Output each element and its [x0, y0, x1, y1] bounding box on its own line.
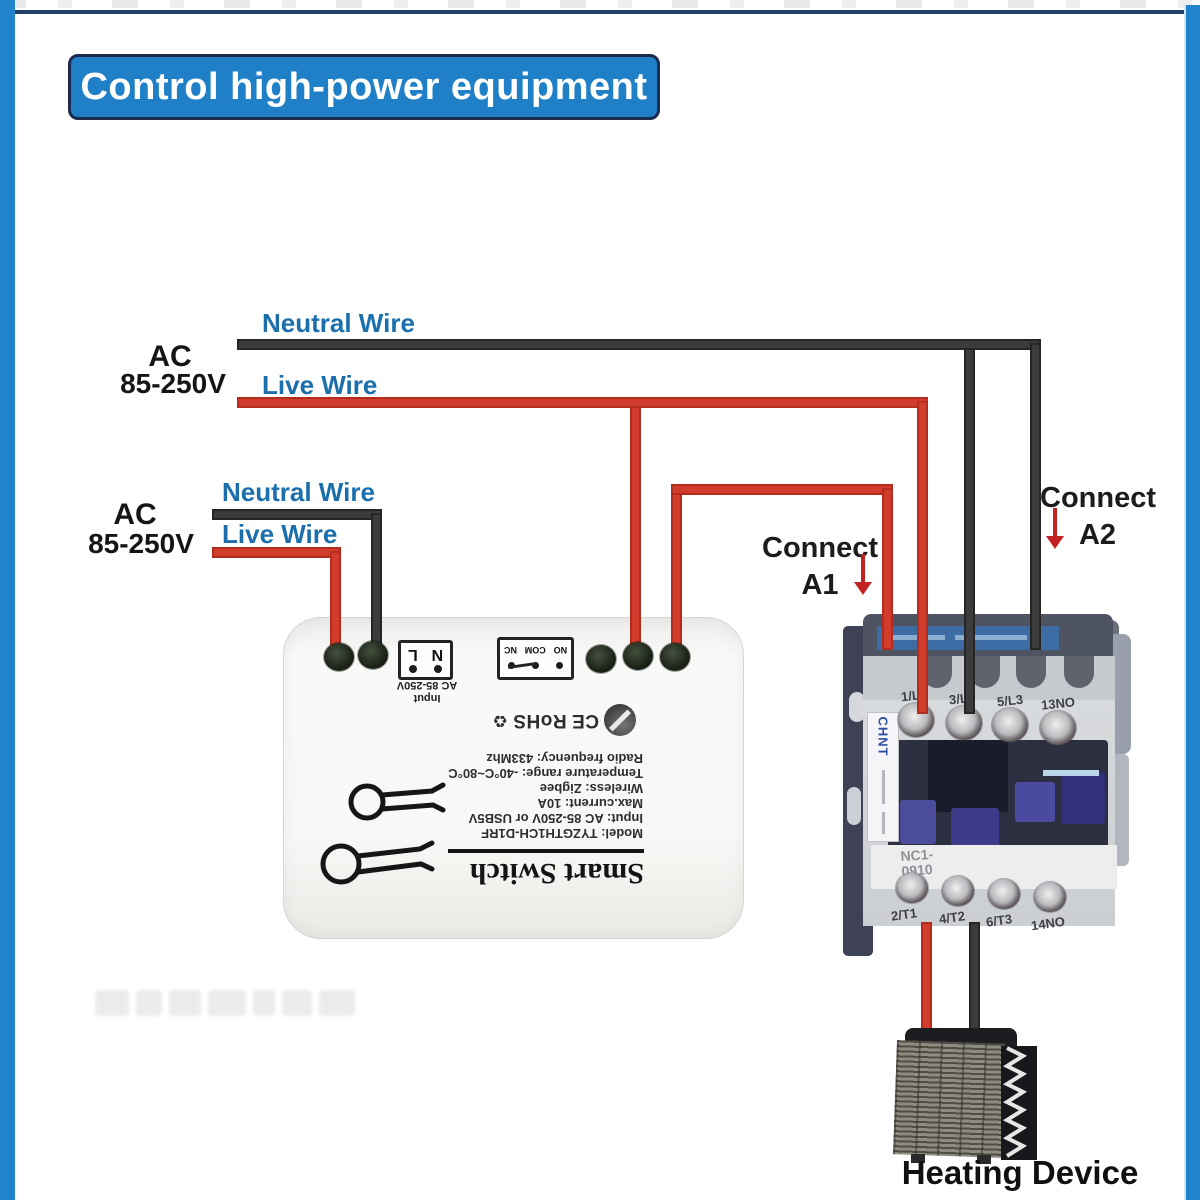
input-terminal-n: N	[431, 646, 444, 663]
connect-a1-label: Connect A1	[755, 530, 885, 604]
neutral-wire-label-1: Neutral Wire	[262, 308, 415, 338]
heater-fin-zigzag	[1002, 1046, 1028, 1158]
neutral-wire-label-2: Neutral Wire	[222, 477, 375, 507]
input-terminal-l: L	[407, 646, 418, 663]
page-title-banner: Control high-power equipment	[68, 54, 660, 120]
live-wire-1-drop-1L1	[917, 401, 928, 714]
contactor-face-mark	[1043, 770, 1099, 776]
terminal-label-6T3: 6/T3	[985, 911, 1013, 930]
switch-input-terminal-block: N L	[398, 640, 453, 680]
heating-device-label: Heating Device	[901, 1154, 1139, 1191]
right-border-bar	[1184, 5, 1200, 1200]
watermark	[95, 990, 355, 1016]
terminal-screw-2T1	[896, 873, 928, 903]
brand-label: CHNT	[867, 712, 899, 842]
terminal-label-5L3: 5/L3	[996, 691, 1024, 710]
heater-foot	[977, 1155, 991, 1164]
rail-notch	[849, 692, 865, 722]
case-screw-icon	[604, 704, 636, 736]
recycle-icon: ♻	[492, 711, 508, 730]
input-caption-line1: Input	[413, 692, 441, 704]
certification-row: CE RoHS ♻	[493, 701, 636, 739]
neutral-wire-2-horizontal	[212, 509, 382, 520]
antenna-icons	[320, 782, 446, 885]
heater-foot	[911, 1154, 925, 1163]
switch-terminal-screw-out2	[660, 643, 690, 671]
contactor-device: CHNT NC1- 0910 1/L1 3/L2 5/L3 13NO 2/T1 …	[843, 612, 1135, 964]
ac-source-1-voltage: 85-250V	[120, 368, 226, 399]
connect-a1-word: Connect	[762, 532, 878, 564]
relay-terminal-dots	[500, 660, 571, 672]
live-wire-1-horizontal	[237, 397, 928, 408]
neutral-wire-1-drop-a2	[1030, 343, 1041, 650]
relay-label-com: COM	[524, 645, 546, 655]
live-wire-2-drop	[330, 551, 341, 655]
brand-name: CHNT	[875, 716, 891, 757]
a1-wire-horizontal	[671, 484, 893, 495]
switch-input-caption: Input AC 85-250V	[388, 678, 466, 704]
contactor-terminal-scallop	[863, 656, 1115, 700]
left-border-bar	[0, 0, 15, 1200]
terminal-screw-6T3	[988, 879, 1020, 909]
contactor-contact-block	[928, 740, 1008, 812]
relay-label-no: NO	[553, 645, 568, 655]
ce-mark: CE	[571, 710, 599, 731]
live-wire-2-horizontal	[212, 547, 341, 558]
live-wire-label-1: Live Wire	[262, 370, 378, 400]
connect-a1-terminal: A1	[801, 569, 839, 601]
input-terminal-dots	[401, 665, 450, 673]
terminal-screw-5L3	[992, 708, 1028, 742]
rohs-mark: RoHS	[512, 710, 567, 731]
terminal-screw-1L1	[898, 703, 934, 737]
load-wire-4T2	[969, 922, 980, 1040]
load-wire-2T1	[921, 922, 932, 1040]
neutral-wire-2-drop	[371, 513, 382, 653]
top-divider-line	[0, 10, 1200, 14]
a1-wire-drop	[882, 488, 893, 650]
contact-pad	[1015, 782, 1055, 822]
page-title: Control high-power equipment	[80, 65, 648, 108]
contact-pad	[900, 800, 936, 844]
switch-terminal-screw-neutral-in	[358, 641, 388, 669]
a1-wire-rise	[671, 488, 682, 652]
switch-terminal-screw-com	[586, 645, 616, 673]
terminal-label-14NO: 14NO	[1030, 913, 1066, 934]
connect-a2-word: Connect	[1040, 482, 1156, 514]
contact-pad	[951, 808, 999, 850]
switch-product-name: Smart Switch	[448, 849, 644, 890]
terminal-screw-13NO	[1040, 711, 1076, 745]
live-wire-label-2: Live Wire	[222, 519, 338, 549]
input-caption-line2: AC 85-250V	[396, 679, 458, 691]
ac-source-1-name: AC	[148, 340, 192, 373]
switch-terminal-screw-live-in	[324, 643, 354, 671]
top-crop-artifact	[0, 0, 1200, 8]
connect-a2-terminal: A2	[1078, 519, 1117, 551]
ac-source-2-voltage: 85-250V	[88, 528, 194, 559]
heating-device	[885, 1026, 1050, 1164]
spec-frequency: Radio frequency: 433Mhz	[486, 751, 643, 766]
rail-notch	[847, 787, 861, 825]
live-wire-1-drop-switch	[630, 406, 641, 652]
switch-terminal-screw-out1	[623, 642, 653, 670]
switch-relay-terminal-block: NO COM NC	[497, 637, 574, 680]
neutral-wire-1-drop-3L2	[964, 348, 975, 714]
relay-label-nc: NC	[503, 645, 517, 655]
terminal-screw-14NO	[1034, 882, 1066, 912]
contact-pad	[1061, 772, 1105, 824]
connect-a1-arrow-icon	[854, 554, 872, 595]
ac-source-2-name: AC	[113, 498, 157, 531]
terminal-screw-4T2	[942, 876, 974, 906]
heater-fins	[893, 1040, 1005, 1158]
connect-a2-arrow-icon	[1046, 508, 1064, 549]
connect-a2-label: Connect A2	[1040, 480, 1156, 554]
heater-side-panel	[1001, 1046, 1037, 1160]
neutral-wire-1-horizontal	[237, 339, 1041, 350]
